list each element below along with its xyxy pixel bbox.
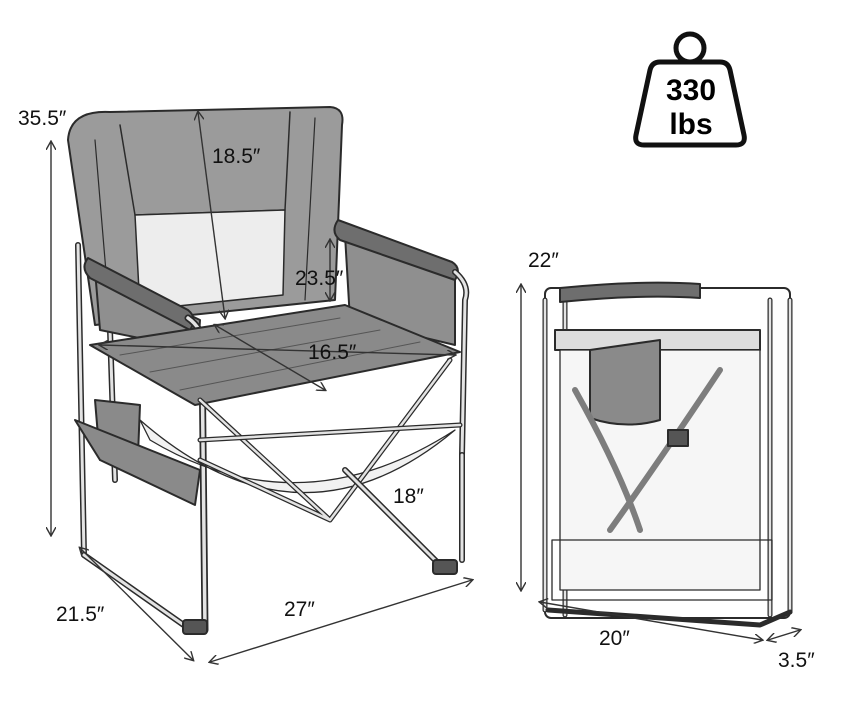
label-folded-width: 20″ [599,627,630,650]
label-folded-thickness: 3.5″ [778,649,815,672]
folded-thickness-arrow [768,630,800,640]
label-seat-depth: 16.5″ [308,341,357,364]
backrest-arrow [198,112,225,318]
depth-arrow [80,548,193,660]
label-depth: 21.5″ [56,603,105,626]
label-height-total: 35.5″ [18,107,67,130]
weight-capacity-unit: lbs [669,108,713,141]
weight-capacity-icon [633,31,747,148]
width-arrow [210,580,472,662]
label-seat-height: 18″ [393,485,424,508]
folded-width-arrow [540,602,762,640]
label-backrest-height: 18.5″ [212,145,261,168]
dimension-lines [51,112,800,662]
weight-capacity-value: 330 [665,74,717,107]
seat-depth-arrow [215,325,325,390]
label-folded-height: 22″ [528,249,559,272]
open-chair-illustration [67,106,470,635]
label-width: 27″ [284,598,315,621]
folded-chair-illustration [542,281,793,628]
label-seat-width: 23.5″ [295,267,344,290]
